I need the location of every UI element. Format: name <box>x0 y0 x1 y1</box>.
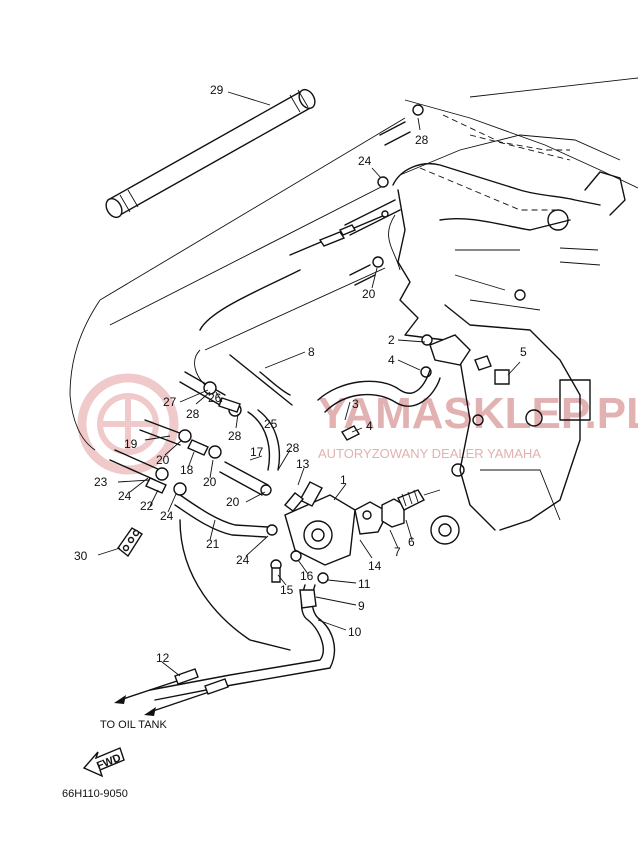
guide-lines <box>69 77 638 451</box>
watermark: YAMASKLEP.PL AUTORYZOWANY DEALER YAMAHA <box>77 373 638 475</box>
callout-24d: 24 <box>236 553 250 567</box>
callout-26: 26 <box>208 391 222 405</box>
callout-11: 11 <box>358 577 371 591</box>
bracket-2-4-5 <box>420 334 510 385</box>
oil-pump <box>270 481 441 584</box>
watermark-brand: YAMASKLEP.PL <box>318 389 638 438</box>
callout-20: 20 <box>362 287 376 301</box>
part-29-tube <box>105 88 316 219</box>
callout-12: 12 <box>156 651 170 665</box>
lower-hose <box>114 519 336 716</box>
callout-19: 19 <box>124 437 138 451</box>
callout-17: 17 <box>250 445 264 459</box>
callout-20b: 20 <box>156 453 170 467</box>
callout-24: 24 <box>358 154 372 168</box>
part-3-hose <box>317 369 441 441</box>
upper-hoses <box>344 104 424 286</box>
fwd-label: FWD <box>95 752 123 773</box>
left-fittings <box>109 371 281 538</box>
callout-18: 18 <box>180 463 194 477</box>
callout-29: 29 <box>210 83 224 97</box>
callout-2: 2 <box>388 333 395 347</box>
engine-block <box>388 99 638 545</box>
leader-lines <box>97 91 521 677</box>
callout-25: 25 <box>264 417 278 431</box>
callout-28c: 28 <box>228 429 242 443</box>
callout-8: 8 <box>308 345 315 359</box>
callout-14: 14 <box>368 559 382 573</box>
callout-30: 30 <box>74 549 88 563</box>
callout-28: 28 <box>415 133 429 147</box>
callout-27: 27 <box>163 395 177 409</box>
callouts: 29 28 24 20 2 4 5 8 3 4 27 28 26 28 19 2… <box>74 83 527 665</box>
callout-7: 7 <box>394 545 401 559</box>
callout-20c: 20 <box>203 475 217 489</box>
callout-20d: 20 <box>226 495 240 509</box>
callout-21: 21 <box>206 537 220 551</box>
fwd-arrow-icon: FWD <box>82 747 125 778</box>
diagram-code: 66H110-9050 <box>62 788 128 800</box>
watermark-logo <box>77 373 179 475</box>
callout-28b: 28 <box>186 407 200 421</box>
callout-24c: 24 <box>160 509 174 523</box>
callout-15: 15 <box>280 583 294 597</box>
direction-note: TO OIL TANK <box>100 719 167 731</box>
callout-24b: 24 <box>118 489 132 503</box>
callout-5: 5 <box>520 345 527 359</box>
callout-1: 1 <box>340 473 347 487</box>
callout-28d: 28 <box>286 441 300 455</box>
watermark-tagline: AUTORYZOWANY DEALER YAMAHA <box>318 446 541 461</box>
part-8-cable <box>199 210 389 406</box>
callout-22: 22 <box>140 499 154 513</box>
callout-4: 4 <box>388 353 395 367</box>
callout-23: 23 <box>94 475 108 489</box>
callout-9: 9 <box>358 599 365 613</box>
part-30-grommet <box>117 527 143 558</box>
callout-13: 13 <box>296 457 310 471</box>
callout-4b: 4 <box>366 419 373 433</box>
callout-6: 6 <box>408 535 415 549</box>
callout-16: 16 <box>300 569 314 583</box>
callout-10: 10 <box>348 625 362 639</box>
callout-3: 3 <box>352 397 359 411</box>
